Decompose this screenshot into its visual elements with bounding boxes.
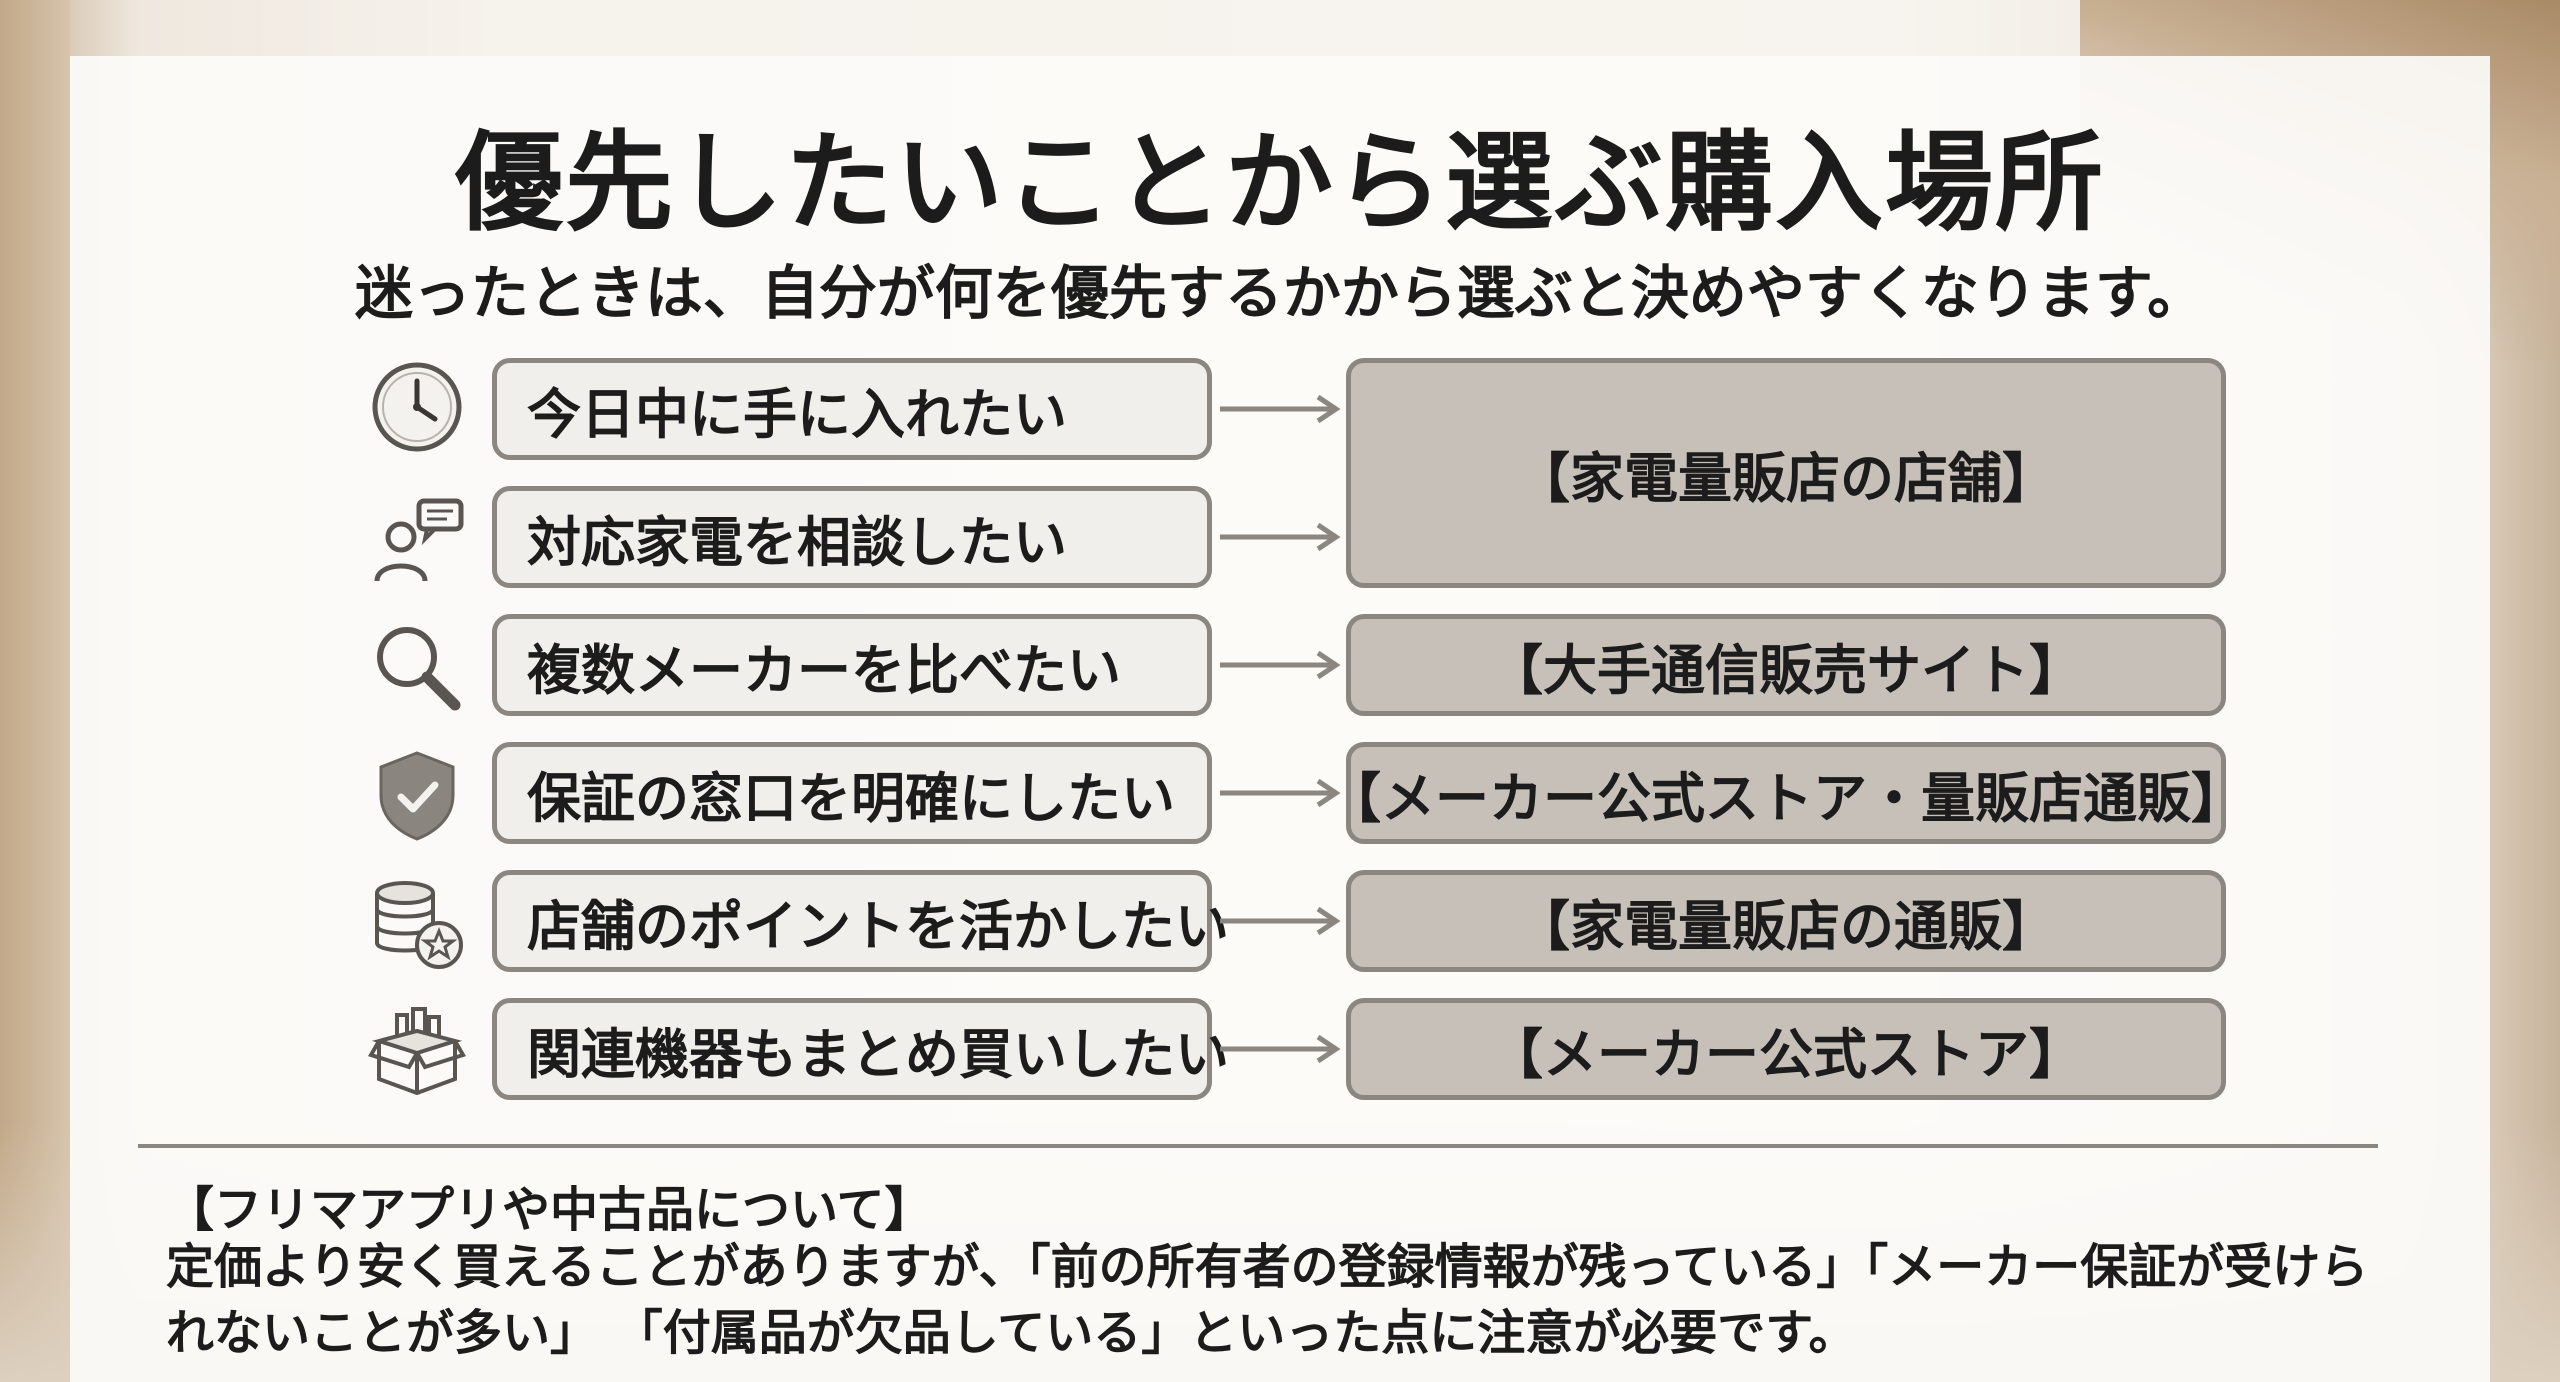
page-subtitle: 迷ったときは、自分が何を優先するかから選ぶと決めやすくなります。 xyxy=(354,259,2206,327)
destination-box-online-mall: 【大手通信販売サイト】 xyxy=(1346,614,2226,716)
arrow-icon xyxy=(1216,1029,1344,1069)
destination-box-maker-and-retailer-online: 【メーカー公式ストア・量販店通販】 xyxy=(1327,742,2245,844)
clock-icon xyxy=(362,352,472,462)
destination-box-store: 【家電量販店の店舗】 xyxy=(1346,358,2226,588)
arrow-icon xyxy=(1216,773,1344,813)
priority-box-compare: 複数メーカーを比べたい xyxy=(492,614,1212,716)
priority-box-warranty: 保証の窓口を明確にしたい xyxy=(492,742,1212,844)
divider xyxy=(138,1144,2378,1148)
priority-box-consult: 対応家電を相談したい xyxy=(492,486,1212,588)
page-title: 優先したいことから選ぶ購入場所 xyxy=(454,121,2105,246)
shield-check-icon xyxy=(362,740,472,850)
content-panel xyxy=(70,56,2490,1382)
arrow-icon xyxy=(1216,645,1344,685)
arrow-icon xyxy=(1216,901,1344,941)
destination-box-retailer-online: 【家電量販店の通販】 xyxy=(1346,870,2226,972)
note-body: 定価より安く買えることがありますが、「前の所有者の登録情報が残っている」「メーカ… xyxy=(166,1239,2369,1361)
arrow-icon xyxy=(1216,517,1344,557)
arrow-icon xyxy=(1216,389,1344,429)
note-title: 【フリマアプリや中古品について】 xyxy=(166,1182,933,1238)
magnifier-icon xyxy=(362,612,472,722)
destination-box-maker-store: 【メーカー公式ストア】 xyxy=(1346,998,2226,1100)
box-icon xyxy=(362,996,472,1106)
priority-box-today: 今日中に手に入れたい xyxy=(492,358,1212,460)
consultation-icon xyxy=(362,484,472,594)
priority-box-bundle: 関連機器もまとめ買いしたい xyxy=(492,998,1229,1100)
coins-star-icon xyxy=(362,868,472,978)
priority-box-points: 店舗のポイントを活かしたい xyxy=(492,870,1229,972)
